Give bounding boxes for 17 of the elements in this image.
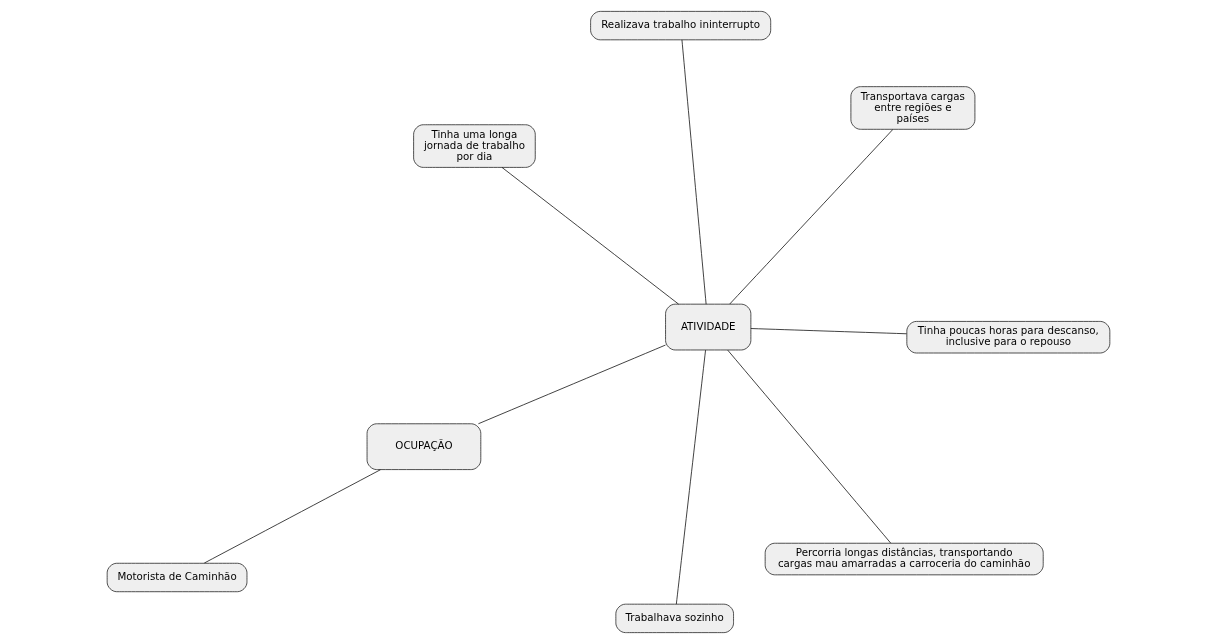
node-box: Trabalhava sozinho bbox=[614, 603, 734, 633]
node-box: Tinha poucas horas para descanso, inclusive para o repouso bbox=[905, 321, 1110, 354]
connector bbox=[675, 349, 706, 605]
node-box: Realizava trabalho ininterrupto bbox=[589, 11, 771, 41]
node-box: Motorista de Caminhão bbox=[106, 562, 247, 593]
node-box: ATIVIDADE bbox=[664, 303, 751, 351]
connector bbox=[203, 469, 381, 564]
connector bbox=[750, 328, 907, 335]
connector bbox=[501, 167, 679, 305]
node-box: Transportava cargas entre regiões e países bbox=[850, 86, 975, 130]
connector bbox=[681, 39, 706, 305]
connector bbox=[477, 344, 666, 425]
node-box: Tinha uma longa jornada de trabalho por dia bbox=[412, 124, 536, 168]
node-box: OCUPAÇÃO bbox=[366, 423, 481, 470]
connector bbox=[728, 129, 893, 305]
connector bbox=[726, 349, 891, 544]
node-box: Percorria longas distâncias, transportando cargas mau amarradas a carroceria do caminhão bbox=[764, 542, 1044, 576]
